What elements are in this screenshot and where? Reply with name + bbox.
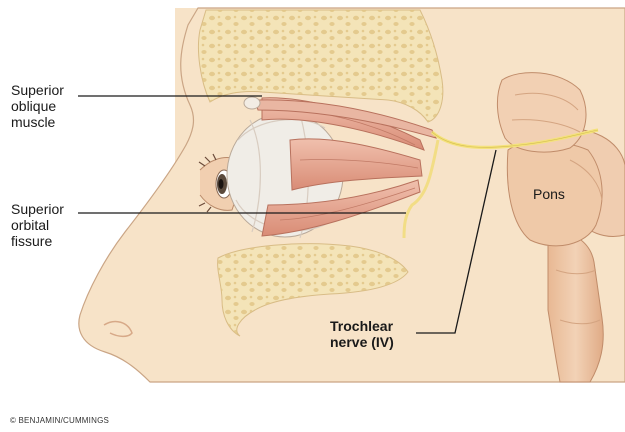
trochlea <box>244 97 260 109</box>
label-pons: Pons <box>533 186 565 202</box>
label-superior-orbital-fissure: Superior orbital fissure <box>11 201 64 249</box>
label-superior-oblique-muscle: Superior oblique muscle <box>11 82 64 130</box>
copyright-notice: © BENJAMIN/CUMMINGS <box>10 416 109 425</box>
midbrain <box>497 73 586 153</box>
pupil <box>219 179 224 189</box>
label-trochlear-nerve: Trochlear nerve (IV) <box>330 318 394 350</box>
